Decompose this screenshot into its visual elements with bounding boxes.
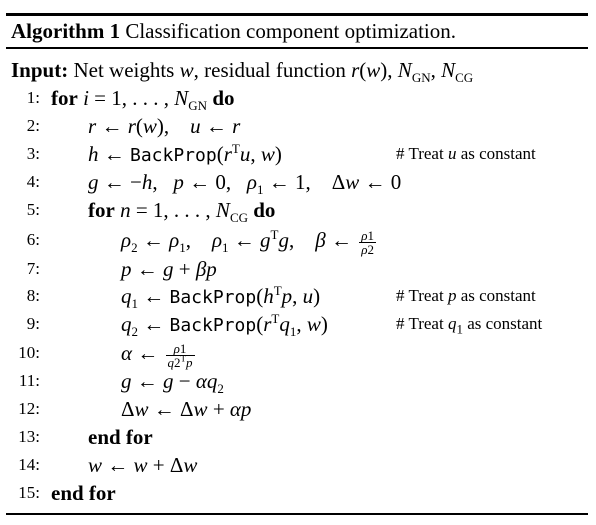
caption-rule <box>6 47 588 49</box>
input-label: Input: <box>11 58 69 82</box>
line-comment: # Treat p as constant <box>396 286 536 305</box>
line-code: h ← BackProp(rTu, w) <box>88 141 282 166</box>
algorithm-line: 5: for n = 1, . . . , NCG do <box>0 196 596 224</box>
line-number: 3: <box>26 144 40 163</box>
input-line: Input: Net weights w, residual function … <box>0 56 596 84</box>
line-code: g ← −h, p ← 0, ρ1 ← 1, Δw ← 0 <box>88 170 402 198</box>
algorithm-line: 15: end for <box>0 479 596 507</box>
line-code: for i = 1, . . . , NGN do <box>51 86 235 114</box>
algorithm-line: 8: q1 ← BackProp(hTp, u) # Treat p as co… <box>0 282 596 310</box>
top-rule <box>6 13 588 16</box>
algorithm-line: 3: h ← BackProp(rTu, w) # Treat u as con… <box>0 140 596 168</box>
line-number: 14: <box>18 455 40 474</box>
algorithm-line: 4: g ← −h, p ← 0, ρ1 ← 1, Δw ← 0 <box>0 168 596 196</box>
line-code: for n = 1, . . . , NCG do <box>88 198 276 226</box>
line-comment: # Treat u as constant <box>396 144 536 163</box>
line-number: 5: <box>26 200 40 219</box>
caption-title: Classification component optimization. <box>125 19 457 43</box>
input-content: Input: Net weights w, residual function … <box>11 58 474 86</box>
line-code: end for <box>88 425 153 449</box>
line-code: q1 ← BackProp(hTp, u) <box>121 283 321 312</box>
line-code: end for <box>51 481 116 505</box>
algorithm-line: 14: w ← w + Δw <box>0 451 596 479</box>
algorithm-line: 12: Δw ← Δw + αp <box>0 395 596 423</box>
algorithm-line: 7: p ← g + βp <box>0 255 596 283</box>
line-number: 7: <box>26 259 40 278</box>
line-comment: # Treat q1 as constant <box>396 314 543 337</box>
line-number: 12: <box>18 399 40 418</box>
line-code: r ← r(w), u ← r <box>88 114 241 138</box>
line-number: 2: <box>26 116 40 135</box>
line-code: Δw ← Δw + αp <box>121 397 252 421</box>
line-number: 6: <box>26 230 40 249</box>
algorithm-line: 1: for i = 1, . . . , NGN do <box>0 84 596 112</box>
line-number: 10: <box>18 343 40 362</box>
line-number: 13: <box>18 427 40 446</box>
line-number: 9: <box>26 314 40 333</box>
line-number: 4: <box>26 172 40 191</box>
bottom-rule <box>6 513 588 515</box>
algorithm-line: 2: r ← r(w), u ← r <box>0 112 596 140</box>
line-code: p ← g + βp <box>121 257 217 281</box>
algorithm-line: 11: g ← g − αq2 <box>0 367 596 395</box>
line-number: 1: <box>26 88 40 107</box>
line-number: 11: <box>18 371 40 390</box>
line-code: w ← w + Δw <box>88 453 198 477</box>
line-number: 15: <box>18 483 40 502</box>
line-number: 8: <box>26 286 40 305</box>
algorithm-line: 13: end for <box>0 423 596 451</box>
algorithm-caption: Algorithm 1 Classification component opt… <box>11 18 456 44</box>
caption-label: Algorithm 1 <box>11 19 121 43</box>
algorithm-line: 9: q2 ← BackProp(rTq1, w) # Treat q1 as … <box>0 310 596 338</box>
line-code: q2 ← BackProp(rTq1, w) <box>121 311 328 340</box>
line-code: g ← g − αq2 <box>121 369 224 397</box>
